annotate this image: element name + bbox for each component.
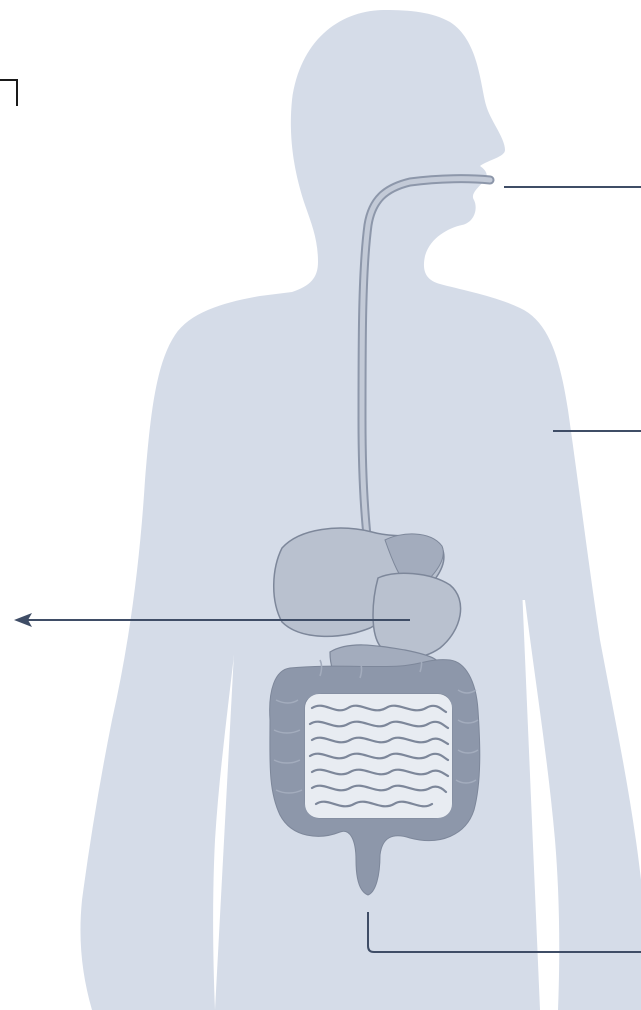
small-intestine — [305, 694, 452, 818]
corner-bracket-icon — [0, 80, 17, 106]
